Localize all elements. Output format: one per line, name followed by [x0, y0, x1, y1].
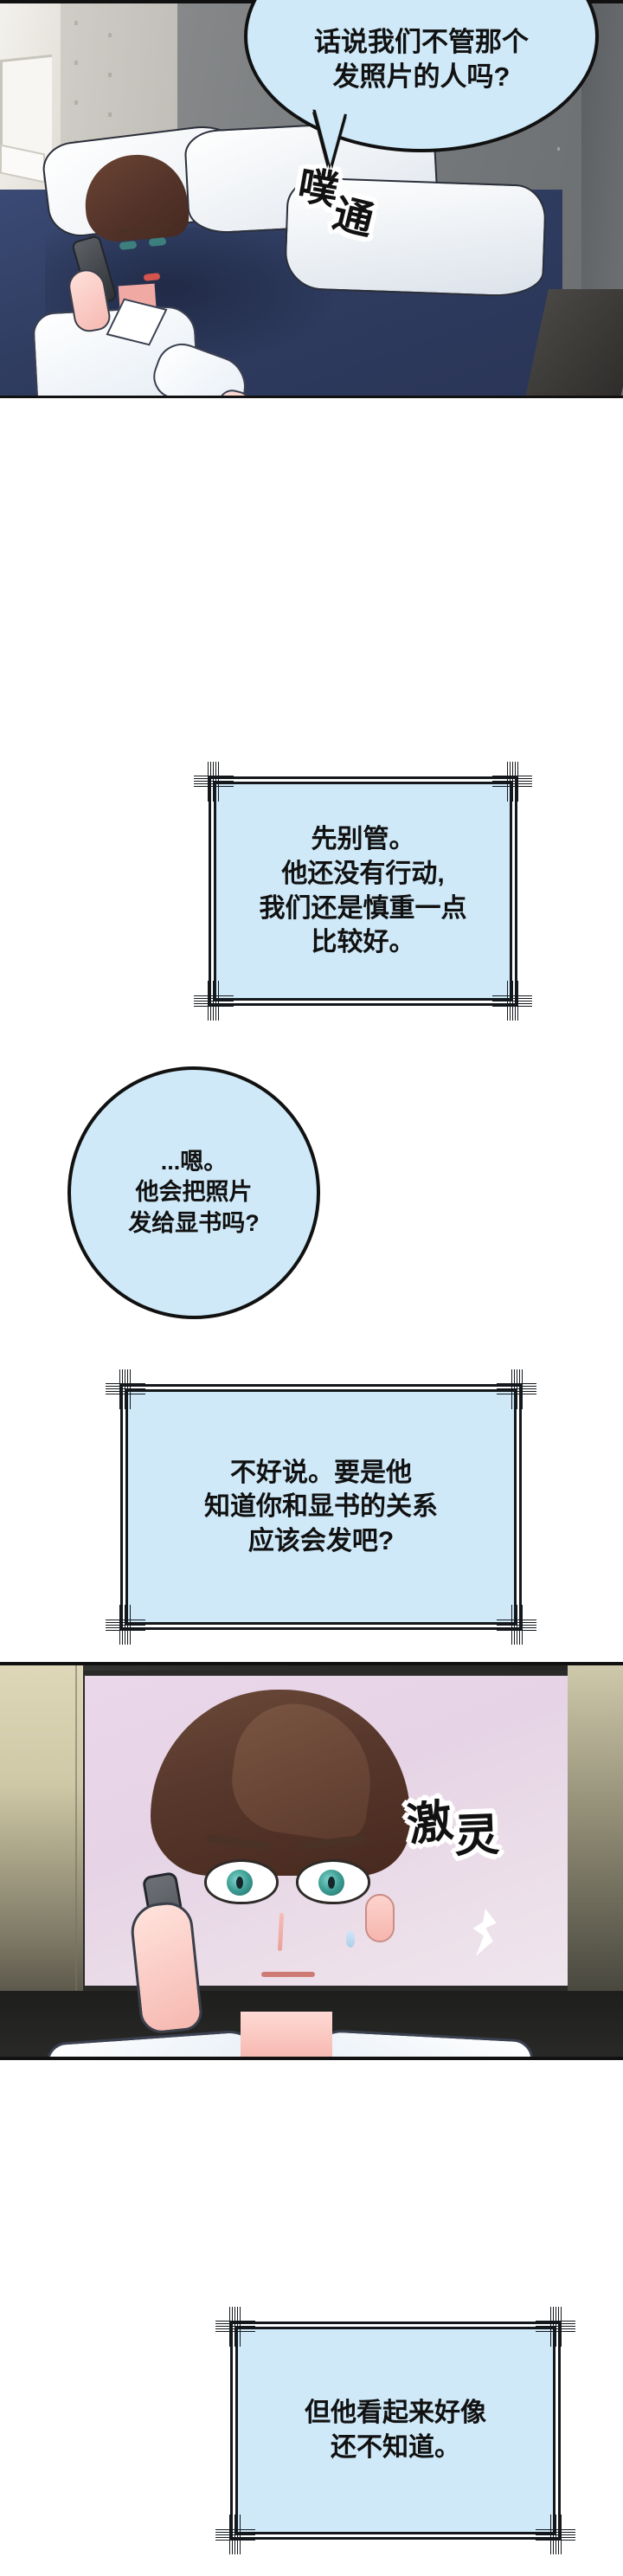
bubble-5-htick-tr — [536, 2321, 575, 2332]
mouth — [261, 1972, 315, 1977]
neck — [241, 2012, 332, 2057]
speech-bubble-5: 但他看起来好像 还不知道。 — [215, 2307, 575, 2554]
bubble-4-tick-br — [511, 1605, 523, 1645]
pupil-left — [236, 1877, 243, 1889]
bubble-2-line-4: 比较好。 — [311, 928, 415, 957]
bubble-5-htick-tl — [215, 2321, 255, 2332]
bubble-2-tick-tr — [507, 762, 518, 802]
sweat-drop-icon — [346, 1930, 355, 1948]
bubble-4-line-3: 应该会发吧? — [247, 1526, 395, 1555]
bubble-3-line-2: 他会把照片 — [135, 1179, 253, 1206]
bubble-2-tick-br — [507, 981, 518, 1021]
sfx-startle: 激灵 — [402, 1777, 500, 1863]
sfx2-char-2: 灵 — [453, 1809, 501, 1864]
speech-bubble-3: ...嗯。 他会把照片 发给显书吗? — [67, 1066, 320, 1319]
bubble-5-htick-br — [536, 2529, 575, 2541]
bubble-2-tick-tl — [208, 762, 219, 802]
bubble-2-line-2: 他还没有行动, — [281, 859, 445, 888]
bubble-5-line-2: 还不知道。 — [331, 2433, 460, 2462]
bubble-2-line-1: 先别管。 — [311, 825, 415, 854]
bubble-4-tick-bl — [119, 1605, 131, 1645]
bubble-2-tick-bl — [208, 981, 219, 1021]
sfx2-char-1: 激 — [404, 1794, 456, 1852]
eye-right — [148, 236, 167, 248]
bubble-3-line-3: 发给显书吗? — [128, 1209, 260, 1236]
bubble-2-htick-tl — [194, 776, 234, 787]
bubble-4-htick-bl — [106, 1620, 145, 1631]
bubble-5-htick-bl — [215, 2529, 255, 2541]
pupil-right — [328, 1877, 335, 1889]
bubble-5-tick-tl — [229, 2307, 241, 2347]
ear — [365, 1894, 395, 1942]
bubble-2-line-3: 我们还是慎重一点 — [259, 893, 467, 923]
bubble-4-htick-tl — [106, 1383, 145, 1394]
character-closeup — [45, 1690, 535, 2057]
bubble-1-line-2: 发照片的人吗? — [332, 61, 511, 92]
bubble-4-htick-br — [497, 1620, 536, 1631]
bubble-5-tick-tr — [550, 2307, 562, 2347]
bubble-4-line-2: 知道你和显书的关系 — [204, 1492, 438, 1522]
bubble-5-tick-br — [550, 2515, 562, 2554]
bubble-1-line-1: 话说我们不管那个 — [314, 26, 529, 57]
bubble-2-htick-br — [492, 995, 532, 1007]
speech-bubble-4: 不好说。要是他 知道你和显书的关系 应该会发吧? — [106, 1369, 536, 1645]
speech-bubble-1: 话说我们不管那个 发照片的人吗? — [244, 0, 599, 152]
bubble-4-tick-tl — [119, 1369, 131, 1409]
bubble-4-line-1: 不好说。要是他 — [230, 1458, 412, 1487]
nose — [277, 1912, 285, 1952]
bubble-5-tick-bl — [229, 2515, 241, 2554]
bubble-2-htick-bl — [194, 995, 234, 1007]
hand-holding-phone — [128, 1899, 204, 2036]
eye-left — [119, 240, 138, 251]
bubble-3-line-1: ...嗯。 — [160, 1149, 228, 1175]
bubble-5-line-1: 但他看起来好像 — [305, 2399, 486, 2428]
bubble-4-tick-tr — [511, 1369, 523, 1409]
bubble-4-htick-tr — [497, 1383, 536, 1394]
bubble-2-htick-tr — [492, 776, 532, 787]
panel-closeup-face — [0, 1662, 623, 2060]
speech-bubble-2: 先别管。 他还没有行动, 我们还是慎重一点 比较好。 — [194, 762, 532, 1021]
character-on-bed — [17, 151, 294, 396]
mouth — [143, 273, 161, 281]
